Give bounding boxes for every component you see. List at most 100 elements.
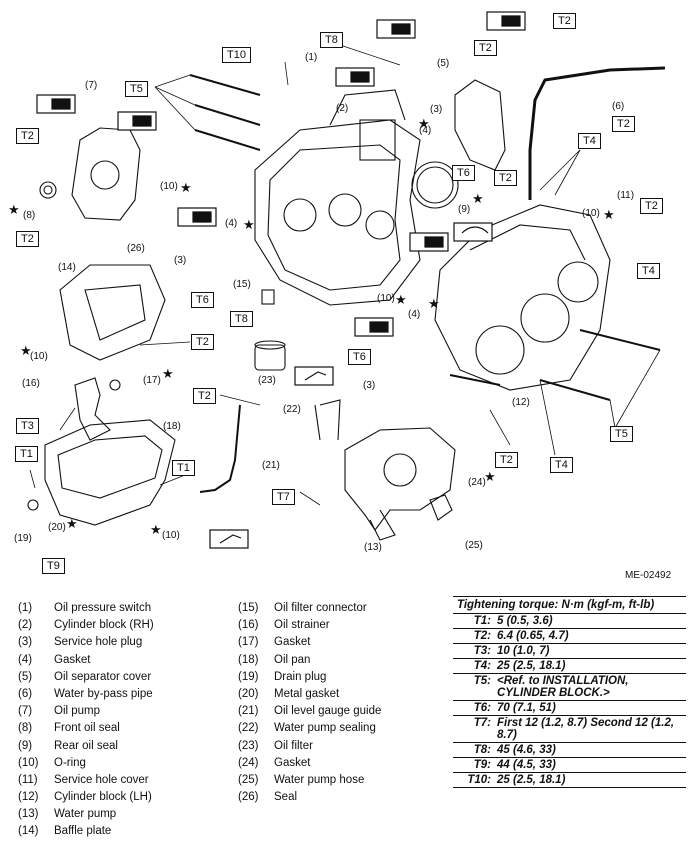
legend-num: (26) <box>238 791 259 804</box>
callout-24: (24) <box>468 477 486 488</box>
legend-row: (4) Gasket <box>18 652 154 669</box>
torque-value: 44 (4.5, 33) <box>497 759 556 771</box>
legend-row: (20)Metal gasket <box>238 686 381 703</box>
torque-key: T1: <box>473 615 491 627</box>
callout-4: (4) <box>225 218 238 229</box>
torque-row: T2:6.4 (0.65, 4.7) <box>453 629 686 644</box>
callout-1: (1) <box>305 52 318 63</box>
replace-star: ★ <box>603 207 615 222</box>
torque-key: T2: <box>473 630 491 642</box>
legend-row: (17)Gasket <box>238 634 381 651</box>
legend-num: (4) <box>18 653 33 666</box>
t-label-t2: T2 <box>193 388 216 404</box>
replace-star: ★ <box>418 116 430 131</box>
t-label-t2: T2 <box>494 170 517 186</box>
legend-num: (1) <box>18 602 33 614</box>
legend-label: Service hole plug <box>54 636 143 649</box>
torque-heading: Tightening torque: N·m (kgf-m, ft-lb) <box>453 596 686 614</box>
legend-num: (11) <box>18 773 38 786</box>
callout-9: (9) <box>458 204 471 215</box>
t-label-t8: T8 <box>320 32 343 48</box>
callout-22: (22) <box>283 404 301 415</box>
callout-15: (15) <box>233 279 251 290</box>
legend-row: (18) Oil pan <box>238 652 381 669</box>
replace-star: ★ <box>150 522 162 537</box>
legend-num: (25) <box>238 773 259 786</box>
oil-strainer <box>74 377 121 441</box>
legend-label: Gasket <box>54 653 91 666</box>
callout-13: (13) <box>364 542 382 553</box>
legend-row: (7)Oil pump <box>18 703 154 720</box>
callout-10: (10) <box>162 530 180 541</box>
leader-lines <box>29 44 661 506</box>
rear-oil-seal <box>411 161 459 209</box>
legend-num: (24) <box>238 756 259 769</box>
oil-pump <box>39 127 141 221</box>
water-pump-sealing <box>314 399 341 441</box>
legend-label: Water by-pass pipe <box>54 687 153 700</box>
legend-num: (14) <box>18 825 39 838</box>
legend-label: Oil pan <box>274 653 311 666</box>
callout-26: (26) <box>127 243 145 254</box>
legend-label: Water pump <box>54 808 117 821</box>
legend-label: Service hole cover <box>54 773 149 786</box>
callout-16: (16) <box>22 378 40 389</box>
legend-num: (12) <box>18 791 39 804</box>
replace-star: ★ <box>8 202 20 217</box>
torque-row: T7:First 12 (1.2, 8.7) Second 12 (1.2, 8… <box>453 716 686 743</box>
torque-key: T5: <box>473 675 491 687</box>
legend-row: (22) Water pump sealing <box>238 720 381 737</box>
torque-key: T3: <box>473 645 491 657</box>
legend-label: Oil pump <box>54 705 101 718</box>
t-label-t2: T2 <box>640 198 663 214</box>
legend-num: (8) <box>18 722 33 735</box>
legend-label: Cylinder block (LH) <box>54 791 152 804</box>
callout-10: (10) <box>582 208 600 219</box>
replace-star: ★ <box>395 292 407 307</box>
callout-5: (5) <box>437 58 450 69</box>
legend-row: (15)Oil filter connector <box>238 600 381 617</box>
legend-row: (23)Oil filter <box>238 738 381 755</box>
t-label-t2: T2 <box>16 231 39 247</box>
legend-row: (25)Water pump hose <box>238 772 381 789</box>
legend-num: (18) <box>238 653 259 666</box>
torque-key: T9: <box>473 759 491 771</box>
t-label-t3: T3 <box>16 418 39 434</box>
legend-num: (16) <box>238 619 259 632</box>
callout-18: (18) <box>163 421 181 432</box>
torque-row: T8:45 (4.6, 33) <box>453 743 686 758</box>
legend-label: Oil filter <box>274 739 313 752</box>
t-label-t2: T2 <box>495 452 518 468</box>
t-label-t2: T2 <box>612 116 635 132</box>
legend-num: (22) <box>238 722 259 735</box>
torque-value: 70 (7.1, 51) <box>497 702 556 714</box>
torque-value: 5 (0.5, 3.6) <box>497 615 553 627</box>
legend-label: Seal <box>274 791 298 804</box>
water-bypass-pipe <box>528 66 666 200</box>
callout-14: (14) <box>58 262 76 273</box>
legend-num: (3) <box>18 636 33 649</box>
t-label-t2: T2 <box>553 13 576 29</box>
legend-label: Oil pressure switch <box>54 602 152 614</box>
callout-10: (10) <box>160 181 178 192</box>
t-label-t6: T6 <box>348 349 371 365</box>
replace-star: ★ <box>484 469 496 484</box>
legend-label: Oil level gauge guide <box>274 705 382 718</box>
legend-label: Oil separator cover <box>54 670 152 683</box>
torque-row: T9: 44 (4.5, 33) <box>453 758 686 773</box>
t-label-t1: T1 <box>15 446 38 462</box>
callout-25: (25) <box>465 540 483 551</box>
replace-star: ★ <box>472 191 484 206</box>
callout-3: (3) <box>174 255 187 266</box>
replace-star: ★ <box>162 366 174 381</box>
water-pump <box>344 427 456 541</box>
oil-separator-cover <box>454 79 506 171</box>
callout-11: (11) <box>617 190 635 201</box>
legend-row: (14)Baffle plate <box>18 823 154 840</box>
t-label-t9: T9 <box>42 558 65 574</box>
legend-row: (9)Rear oil seal <box>18 738 154 755</box>
legend-label: Water pump sealing <box>274 722 376 735</box>
oil-pan <box>27 419 176 526</box>
callout-23: (23) <box>258 375 276 386</box>
t-label-t10: T10 <box>222 47 251 63</box>
